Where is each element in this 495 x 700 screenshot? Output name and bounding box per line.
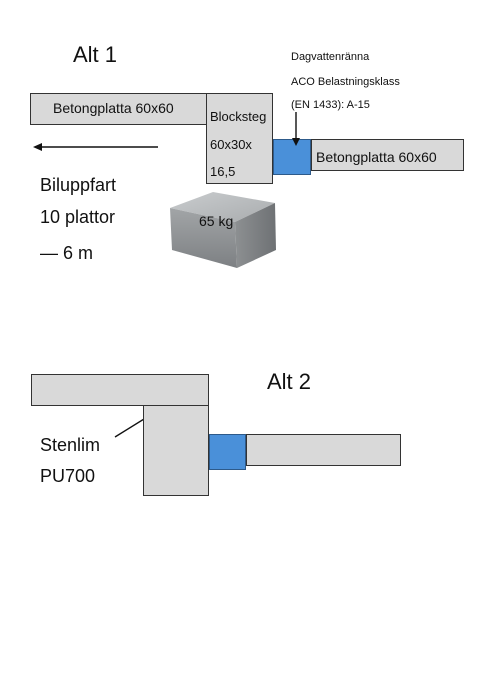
alt1-slab-right bbox=[311, 139, 464, 171]
alt2-block-step bbox=[143, 403, 209, 496]
alt2-slab-right bbox=[246, 434, 401, 466]
driveway-arrow bbox=[33, 143, 158, 151]
adhesive-line-2: PU700 bbox=[40, 466, 96, 486]
alt2-title: Alt 2 bbox=[267, 369, 312, 394]
alt2-slab-left bbox=[31, 374, 209, 406]
driveway-line-3: — 6 m bbox=[40, 243, 94, 263]
channel-caption-line-2: ACO Belastningsklass bbox=[291, 76, 400, 88]
channel-caption-line-1: Dagvattenränna bbox=[291, 51, 370, 63]
alt1-slab-left bbox=[30, 93, 211, 125]
adhesive-line-1: Stenlim bbox=[40, 435, 101, 455]
alt1-slab-left-label: Betongplatta 60x60 bbox=[53, 100, 174, 116]
concrete-block-image bbox=[170, 192, 276, 268]
alt2-drainage-channel bbox=[209, 434, 246, 470]
alt1-step-label-line-2: 60x30x bbox=[210, 137, 252, 152]
alt1-drainage-channel bbox=[273, 139, 311, 175]
alt1-step-label-line-1: Blocksteg bbox=[210, 109, 267, 124]
block-weight-label: 65 kg bbox=[199, 213, 234, 229]
channel-pointer-arrow bbox=[292, 112, 300, 146]
alt1-title: Alt 1 bbox=[73, 42, 118, 67]
driveway-line-1: Biluppfart bbox=[40, 175, 117, 195]
driveway-line-2: 10 plattor bbox=[40, 207, 116, 227]
alt1-step-label-line-3: 16,5 bbox=[210, 164, 236, 179]
channel-caption-line-3: (EN 1433): A-15 bbox=[291, 99, 370, 111]
alt1-block-step bbox=[206, 93, 273, 184]
alt1-slab-right-label: Betongplatta 60x60 bbox=[316, 149, 437, 165]
